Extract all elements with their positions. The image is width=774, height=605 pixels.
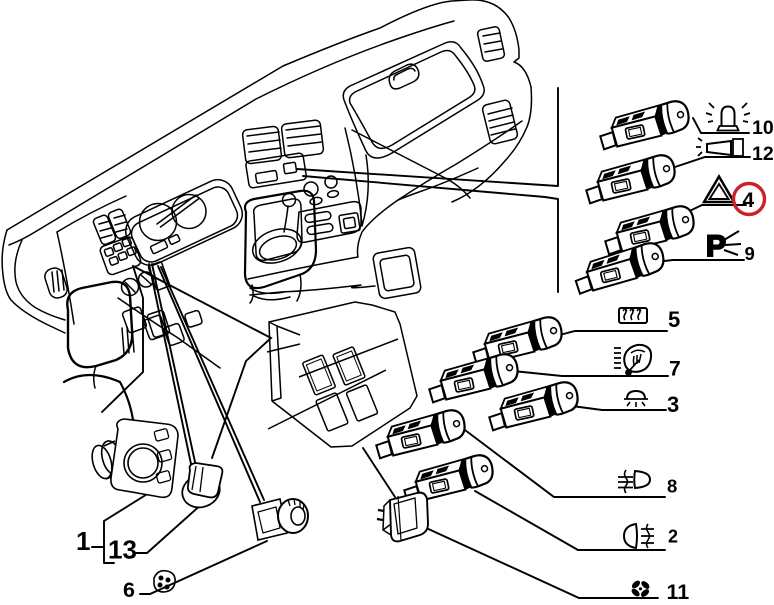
svg-text:7: 7 <box>669 358 681 381</box>
svg-text:1: 1 <box>76 526 90 556</box>
svg-text:12: 12 <box>752 143 774 165</box>
svg-text:13: 13 <box>108 535 137 565</box>
svg-text:10: 10 <box>752 117 774 139</box>
svg-text:6: 6 <box>123 578 135 600</box>
svg-text:2: 2 <box>668 527 678 547</box>
svg-text:3: 3 <box>667 392 679 417</box>
svg-text:5: 5 <box>668 307 680 332</box>
svg-text:9: 9 <box>745 243 755 264</box>
svg-text:8: 8 <box>667 476 677 497</box>
svg-text:P: P <box>706 230 726 263</box>
svg-text:11: 11 <box>667 580 690 600</box>
svg-text:4: 4 <box>743 189 755 212</box>
